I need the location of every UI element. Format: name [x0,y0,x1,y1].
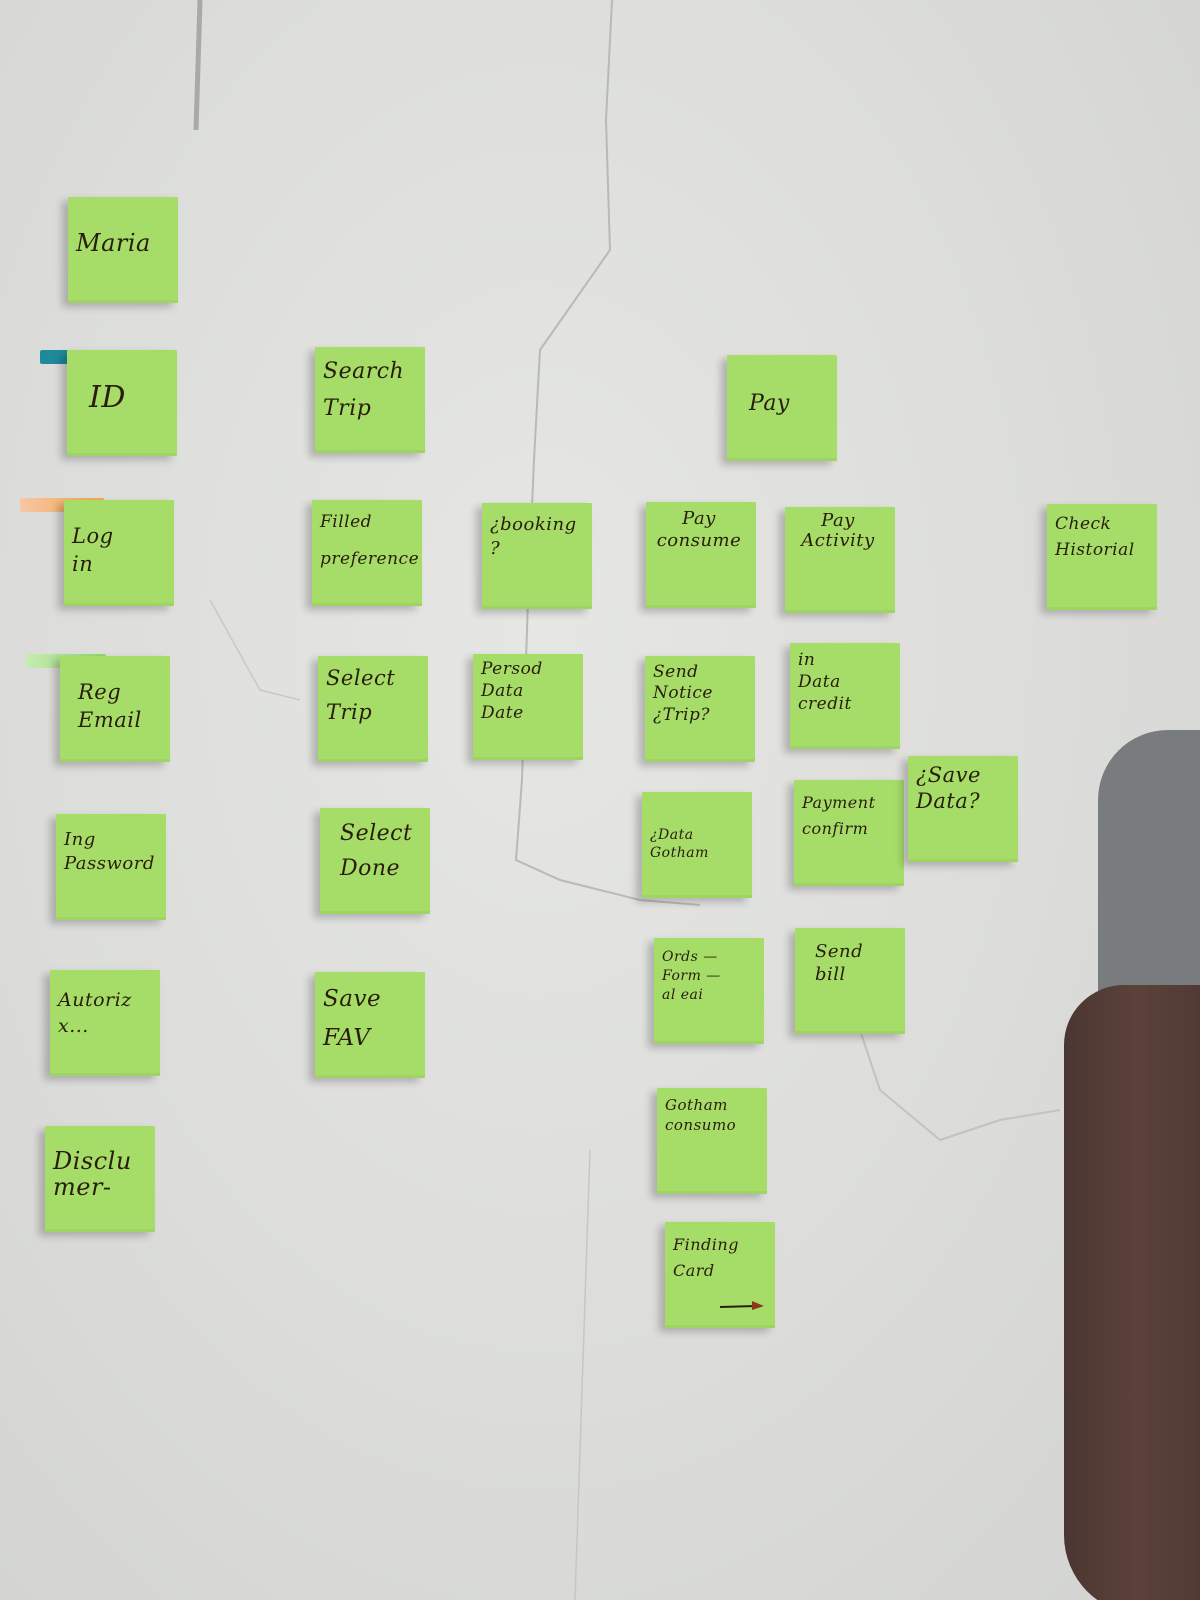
sticky-note-text: Save FAV [323,986,382,1052]
sticky-note-text: ¿booking ? [490,514,577,560]
sticky-note-pay-activity[interactable]: Pay Activity [785,507,895,613]
sticky-note-text: Ing Password [64,829,155,875]
sticky-note-text: Reg Email [78,680,142,733]
sticky-note-send-bill[interactable]: Send bill [795,928,905,1034]
sticky-note-text: ¿Save Data? [916,763,981,814]
sticky-note-text: ID [89,380,126,415]
sticky-note-text: Persod Data Date [481,659,543,724]
sticky-note-text: Filled preference [320,512,420,570]
sticky-note-search-trip[interactable]: Search Trip [315,347,425,453]
sticky-note-gotham-consumo[interactable]: Gotham consumo [657,1088,767,1194]
sticky-note-text: Finding Card [673,1235,739,1280]
sticky-note-ing-password[interactable]: Ing Password [56,814,166,920]
sticky-note-text: Check Historial [1055,514,1135,560]
sticky-note-text: Ords — Form — al eai [662,949,721,1003]
sticky-note-pay-consume[interactable]: Pay consume [646,502,756,608]
sticky-note-autorizacion[interactable]: Autoriz x... [50,970,160,1076]
sticky-note-text: Pay [749,391,790,416]
sticky-note-text: Search Trip [323,359,405,422]
sticky-note-pay[interactable]: Pay [727,355,837,461]
sticky-note-orders-form[interactable]: Ords — Form — al eai [654,938,764,1044]
sticky-note-data-gotham[interactable]: ¿Data Gotham [642,792,752,898]
sticky-note-in-data-credit[interactable]: in Data credit [790,643,900,749]
sticky-note-reg-email[interactable]: Reg Email [60,656,170,762]
sticky-note-text: Send bill [815,941,864,986]
sticky-note-disclaimer[interactable]: Disclu mer- [45,1126,155,1232]
sticky-note-save-fav[interactable]: Save FAV [315,972,425,1078]
sticky-note-text: Autoriz x... [58,989,132,1037]
sticky-note-booking[interactable]: ¿booking ? [482,503,592,609]
sticky-note-text: Log in [72,524,114,577]
person-arm [1064,985,1200,1600]
sticky-note-text: Disclu mer- [53,1147,132,1202]
sticky-note-maria[interactable]: Maria [68,197,178,303]
sticky-note-text: Maria [76,229,151,257]
sticky-note-login[interactable]: Log in [64,500,174,606]
sticky-note-id[interactable]: ID [67,350,177,456]
sticky-note-text: Pay Activity [801,510,875,551]
sticky-note-text: Select Done [340,821,413,882]
sticky-note-text: in Data credit [798,650,852,715]
sticky-note-select-trip[interactable]: Select Trip [318,656,428,762]
sticky-note-check-historial[interactable]: Check Historial [1047,504,1157,610]
sticky-note-finding-card[interactable]: Finding Card [665,1222,775,1328]
sticky-note-text: Select Trip [326,666,396,724]
sticky-note-select-done[interactable]: Select Done [320,808,430,914]
sticky-note-text: Send Notice ¿Trip? [653,662,713,725]
sticky-note-personal-data[interactable]: Persod Data Date [473,654,583,760]
sticky-note-text: Gotham consumo [665,1096,737,1134]
sticky-note-text: ¿Data Gotham [650,827,709,862]
arrow-icon [719,1301,764,1310]
sticky-note-send-notice[interactable]: Send Notice ¿Trip? [645,656,755,762]
sticky-note-filled-preference[interactable]: Filled preference [312,500,422,606]
sticky-note-text: Payment confirm [802,793,876,838]
sticky-note-payment-confirm[interactable]: Payment confirm [794,780,904,886]
sticky-note-save-data[interactable]: ¿Save Data? [908,756,1018,862]
sticky-note-text: Pay consume [656,508,742,551]
